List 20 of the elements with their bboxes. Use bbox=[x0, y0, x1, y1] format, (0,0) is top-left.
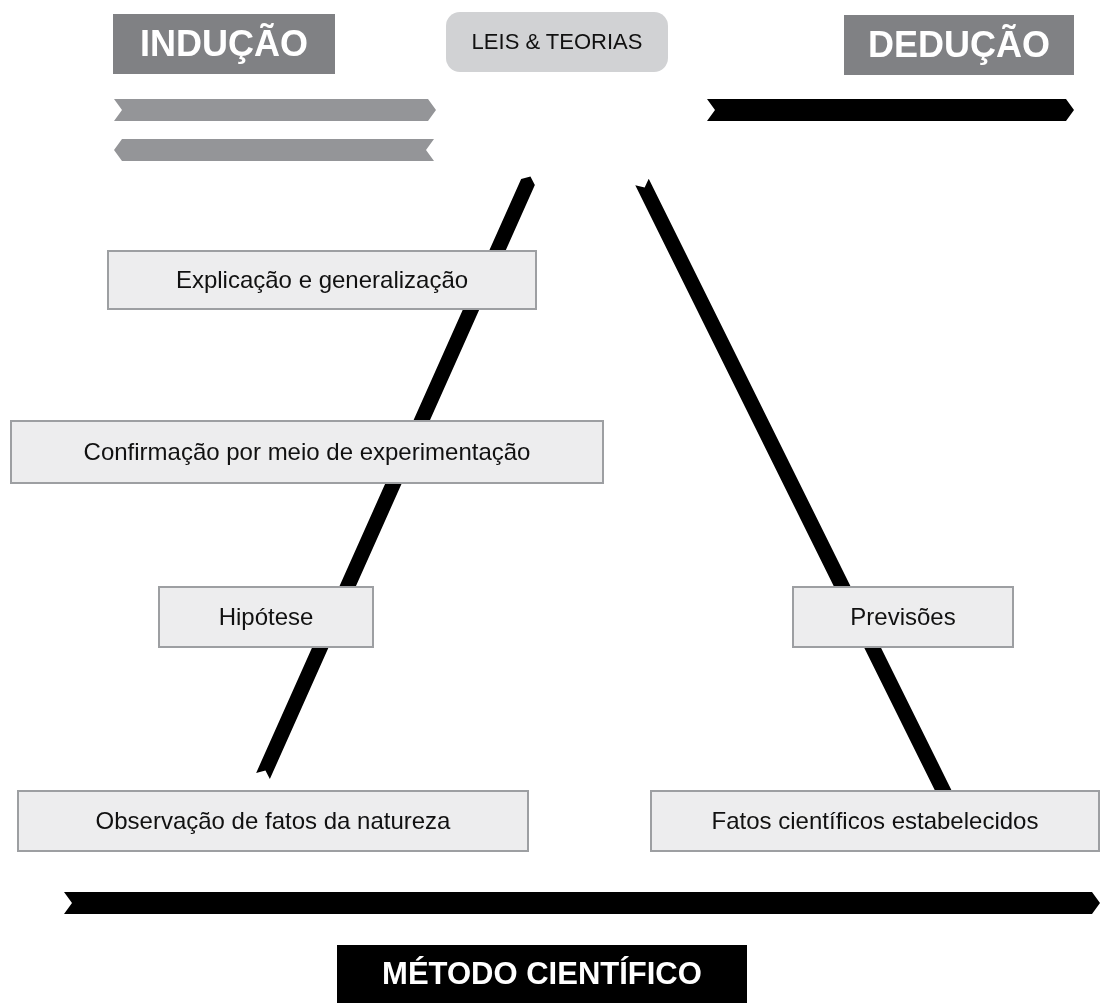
node-label: Fatos científicos estabelecidos bbox=[711, 807, 1039, 835]
heading-box bbox=[844, 15, 1074, 75]
step-box bbox=[158, 586, 374, 648]
node-label: Explicação e generalização bbox=[175, 266, 469, 294]
node-label: Observação de fatos da natureza bbox=[95, 807, 451, 835]
node-label: INDUÇÃO bbox=[140, 23, 308, 65]
step-box bbox=[10, 420, 604, 484]
node-label: DEDUÇÃO bbox=[868, 24, 1050, 66]
node-label: Previsões bbox=[850, 603, 956, 631]
rounded-box bbox=[446, 12, 668, 72]
node-label: LEIS & TEORIAS bbox=[471, 29, 643, 55]
step-box bbox=[17, 790, 529, 852]
step-box bbox=[650, 790, 1100, 852]
title-box bbox=[337, 945, 747, 1003]
step-box bbox=[107, 250, 537, 310]
node-label: MÉTODO CIENTÍFICO bbox=[382, 956, 702, 992]
node-label: Hipótese bbox=[218, 603, 314, 631]
heading-box bbox=[113, 14, 335, 74]
step-box bbox=[792, 586, 1014, 648]
node-label: Confirmação por meio de experimentação bbox=[83, 438, 531, 466]
